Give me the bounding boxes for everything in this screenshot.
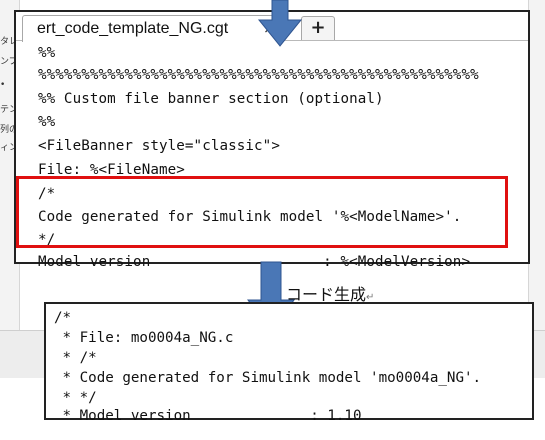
left-panel-fragment: ィン [0, 143, 19, 153]
left-panel-fragment: ンプし [0, 54, 27, 67]
template-editor-window: ert_code_template_NG.cgt × + %% %%%%%%%%… [14, 10, 530, 270]
generated-line: * */ [54, 390, 97, 406]
generated-line: /* [54, 310, 72, 326]
code-line: <FileBanner style="classic"> [38, 138, 280, 154]
code-area[interactable]: %% %%%%%%%%%%%%%%%%%%%%%%%%%%%%%%%%%%%%%… [16, 42, 528, 270]
left-panel-fragment: • [0, 80, 6, 90]
code-line: %% [38, 114, 56, 130]
generated-code-panel: /* * File: mo0004a_NG.c * /* * Code gene… [44, 302, 534, 424]
tab-title: ert_code_template_NG.cgt [37, 20, 229, 37]
background-right-panel [528, 0, 545, 330]
generated-line: * File: mo0004a_NG.c [54, 330, 234, 346]
code-line: %% Custom file banner section (optional) [38, 91, 384, 107]
code-line: */ [38, 232, 56, 248]
return-mark-icon: ↵ [366, 292, 375, 303]
code-line: File: %<FileName> [38, 162, 185, 178]
caption-text: コード生成 [286, 285, 367, 304]
code-line: %%%%%%%%%%%%%%%%%%%%%%%%%%%%%%%%%%%%%%%%… [38, 67, 479, 83]
generated-line: * Model version : 1.10 [54, 408, 362, 424]
left-panel-fragment: テン [0, 105, 19, 115]
tab-template-file[interactable]: ert_code_template_NG.cgt × [22, 15, 284, 42]
down-arrow-icon [257, 0, 303, 47]
left-panel-fragment: タレ [0, 37, 19, 47]
code-generation-caption: コード生成↵ [286, 281, 374, 305]
code-line: Code generated for Simulink model '%<Mod… [38, 209, 462, 225]
code-line: %% [38, 45, 56, 61]
generated-line: * /* [54, 350, 97, 366]
left-panel-fragment: 列の [0, 125, 19, 135]
code-line: Model version : %<ModelVersion> [38, 254, 471, 270]
add-tab-button[interactable]: + [301, 16, 335, 40]
generated-line: * Code generated for Simulink model 'mo0… [54, 370, 482, 386]
highlight-box [16, 176, 508, 248]
code-line: /* [38, 186, 56, 202]
